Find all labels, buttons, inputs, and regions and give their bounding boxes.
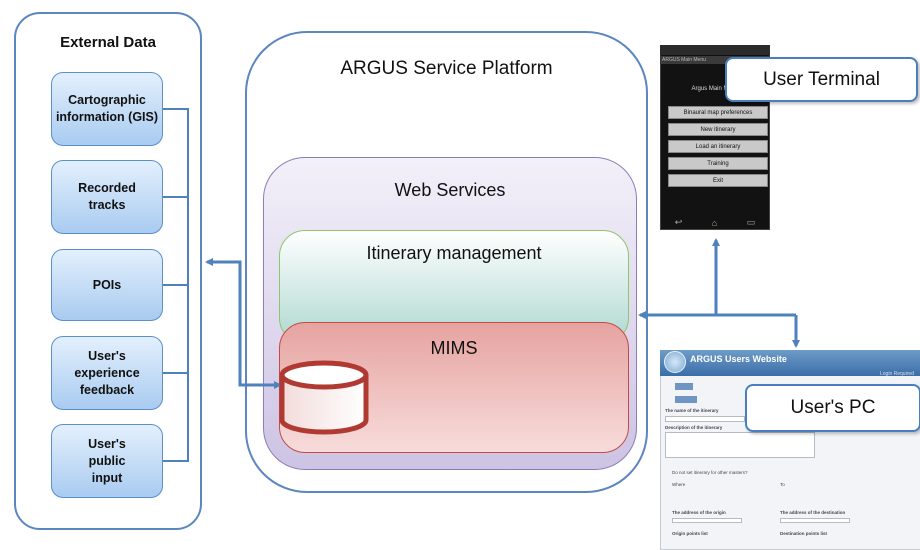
- destination-points-label: Destination points list: [780, 531, 828, 536]
- phone-app-header: ARGUS Main Menu: [660, 56, 770, 64]
- phone-menu-button[interactable]: New itinerary: [668, 123, 768, 136]
- db-to-external-arrow: [205, 258, 282, 387]
- user-experience-feedback-box: User's experience feedback: [51, 336, 163, 410]
- destination-address-field[interactable]: [780, 518, 850, 523]
- phone-menu-button[interactable]: Binaural map preferences: [668, 106, 768, 119]
- origin-address-label: The address of the origin: [672, 510, 726, 515]
- itinerary-name-field[interactable]: [665, 416, 745, 422]
- website-banner: [660, 350, 920, 376]
- home-icon[interactable]: ⌂: [711, 217, 718, 228]
- phone-menu-button[interactable]: Training: [668, 157, 768, 170]
- user-public-input-box: User's public input: [51, 424, 163, 498]
- external-data-title: External Data: [60, 34, 156, 51]
- platform-title: ARGUS Service Platform: [340, 58, 553, 79]
- itinerary-management-label: Itinerary management: [366, 243, 542, 263]
- user-pc-label: User's PC: [745, 384, 920, 432]
- itinerary-description-field[interactable]: [665, 432, 815, 458]
- web-services-title: Web Services: [394, 180, 506, 200]
- pois-box: POIs: [51, 249, 163, 321]
- phone-status-bar: [660, 45, 770, 55]
- origin-heading: Where: [672, 482, 686, 487]
- other-masters-checkbox-label[interactable]: Do not set itinerary for other masters?: [672, 470, 748, 475]
- back-icon[interactable]: ↩: [674, 217, 683, 227]
- phone-menu-button[interactable]: Exit: [668, 174, 768, 187]
- website-login-link[interactable]: Login Required: [880, 371, 914, 377]
- origin-points-label: Origin points list: [672, 531, 708, 536]
- recorded-tracks-box: Recorded tracks: [51, 160, 163, 234]
- database-icon: [279, 360, 369, 435]
- user-experience-feedback-label: User's experience feedback: [74, 348, 140, 397]
- itinerary-description-label: Description of the itinerary: [665, 425, 723, 430]
- destination-address-label: The address of the destination: [780, 510, 846, 515]
- phone-menu-button[interactable]: Load an itinerary: [668, 140, 768, 153]
- recorded-tracks-label: Recorded tracks: [78, 181, 136, 212]
- itinerary-name-label: The name of the itinerary: [665, 408, 719, 413]
- destination-heading: To: [780, 482, 785, 487]
- external-to-db-arrow: [215, 260, 282, 389]
- website-tab[interactable]: [675, 396, 697, 403]
- origin-address-field[interactable]: [672, 518, 742, 523]
- cartographic-information-box: Cartographic information (GIS): [51, 72, 163, 146]
- phone-menu-heading: Argus Main Menu: [691, 86, 739, 92]
- recents-icon[interactable]: ▭: [746, 217, 756, 227]
- website-logo: [664, 351, 686, 373]
- website-tab[interactable]: [675, 383, 693, 390]
- pois-label: POIs: [92, 277, 122, 292]
- cartographic-information-label: Cartographic information (GIS): [55, 93, 159, 124]
- phone-nav-bar: ↩ ⌂ ▭: [660, 215, 770, 230]
- website-title: ARGUS Users Website: [690, 354, 787, 364]
- mims-label: MIMS: [430, 338, 478, 358]
- external-data-bracket: [163, 108, 189, 462]
- user-public-input-label: User's public input: [88, 436, 126, 485]
- user-terminal-label: User Terminal: [725, 57, 918, 102]
